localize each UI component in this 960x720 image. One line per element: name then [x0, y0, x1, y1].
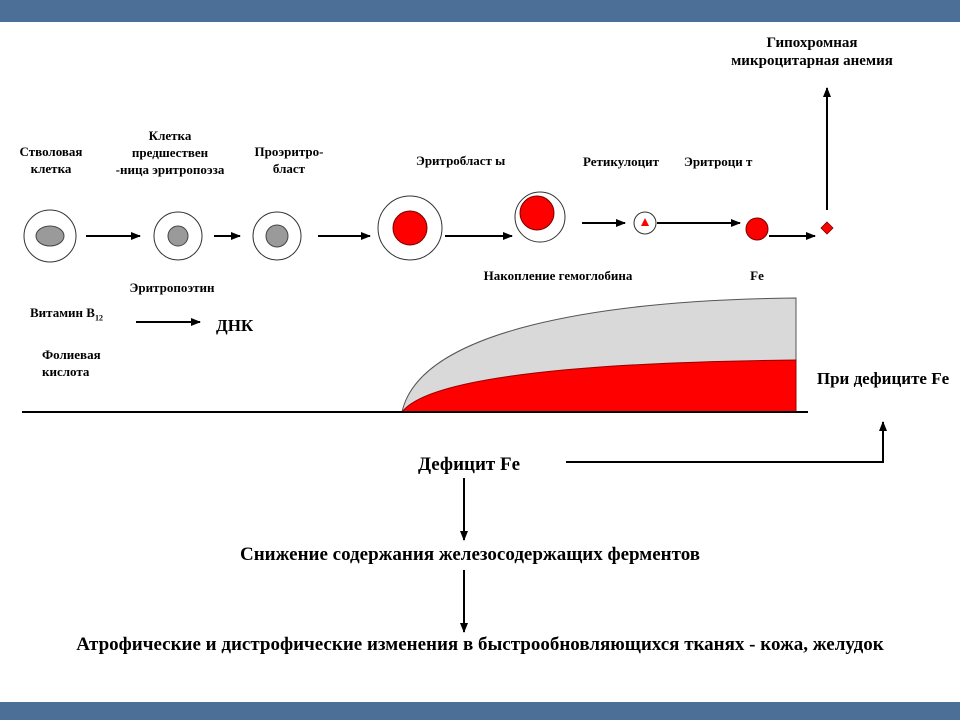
- hemoglobin-area: [400, 359, 797, 413]
- microcyte-cell-icon: [820, 221, 834, 235]
- erythrocyte-cell-icon: [745, 217, 769, 241]
- anemia-label: Гипохромная микроцитарная анемия: [731, 35, 893, 69]
- erythroblast-label: Эритробласт ы: [416, 153, 506, 168]
- vitamin-b12-subscript: 12: [94, 313, 103, 323]
- dna-label: ДНК: [216, 316, 254, 335]
- precursor-cell-icon: [153, 211, 203, 261]
- proerythroblast-cell-icon: [252, 211, 302, 261]
- erythroblast-late-cell-icon: [514, 191, 566, 243]
- bottom-band: [0, 702, 960, 720]
- vitamin-b12-text: Витамин B: [30, 305, 95, 320]
- stem-cell-label: Стволовая клетка: [19, 144, 83, 176]
- deficit-connector-line: [566, 421, 887, 463]
- enzyme-reduction-label: Снижение содержания железосодержащих фер…: [240, 544, 700, 565]
- folic-acid-label: Фолиевая кислота: [42, 347, 101, 379]
- stem-cell-icon: [23, 209, 77, 263]
- precursor-cell-label: Клетка предшествен -ница эритропоэза: [115, 128, 225, 177]
- deficit-note-label: При дефиците Fe: [816, 369, 950, 388]
- hemoglobin-accumulation-label: Накопление гемоглобина: [483, 268, 633, 283]
- erythrocyte-label: Эритроци т: [684, 154, 753, 169]
- erythroblast-cell-icon: [377, 195, 443, 261]
- vitamin-b12-label: Витамин B12: [30, 304, 103, 327]
- reticulocyte-label: Ретикулоцит: [582, 154, 660, 169]
- reticulocyte-cell-icon: [633, 211, 657, 235]
- fe-label: Fe: [750, 268, 764, 283]
- atrophic-changes-label: Атрофические и дистрофические изменения …: [76, 634, 884, 655]
- proerythroblast-label: Проэритро- бласт: [254, 144, 324, 176]
- deficit-fe-label: Дефицит Fe: [417, 454, 521, 475]
- top-band: [0, 0, 960, 22]
- erythropoietin-label: Эритропоэтин: [129, 280, 215, 295]
